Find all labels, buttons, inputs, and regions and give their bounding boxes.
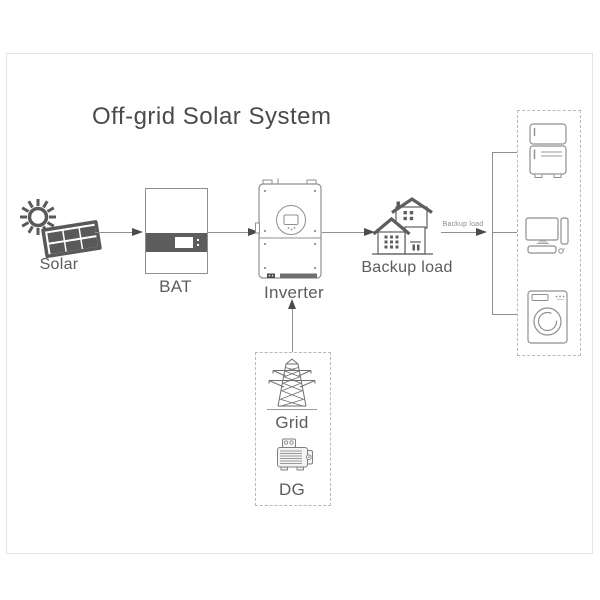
arrowhead-bat-inverter bbox=[248, 228, 259, 236]
bracket-branch-middle bbox=[492, 232, 517, 233]
arrowhead-load-appliances bbox=[476, 228, 487, 236]
computer-icon bbox=[525, 215, 571, 255]
hybrid-inverter-icon bbox=[255, 178, 325, 280]
grid-label: Grid bbox=[275, 413, 309, 432]
diesel-generator-icon bbox=[276, 438, 316, 474]
connector-inverter-load bbox=[322, 232, 364, 233]
bracket-branch-top bbox=[492, 152, 517, 153]
refrigerator-icon bbox=[528, 123, 568, 179]
connector-grid-inverter bbox=[292, 309, 293, 352]
bracket-vertical-line bbox=[492, 152, 493, 315]
house-icon bbox=[371, 195, 434, 257]
grid-dg-group-box bbox=[255, 352, 331, 506]
bracket-branch-bottom bbox=[492, 314, 517, 315]
battery-label: BAT bbox=[159, 277, 192, 296]
battery-display-band bbox=[146, 233, 207, 252]
washing-machine-icon bbox=[527, 289, 569, 345]
arrowhead-solar-bat bbox=[132, 228, 143, 236]
battery-screen bbox=[175, 237, 193, 248]
diagram-title: Off-grid Solar System bbox=[92, 103, 332, 130]
backup-load-arrow-caption: Backup load bbox=[442, 221, 484, 228]
canvas-border bbox=[6, 53, 593, 554]
connector-solar-bat bbox=[95, 232, 133, 233]
connector-bat-inverter bbox=[207, 232, 248, 233]
appliances-group-box bbox=[517, 110, 581, 356]
backup-load-label: Backup load bbox=[361, 259, 453, 276]
connector-load-appliances bbox=[441, 232, 476, 233]
transmission-tower-icon bbox=[266, 357, 318, 414]
battery-cabinet-icon bbox=[145, 188, 208, 274]
inverter-label: Inverter bbox=[263, 283, 325, 302]
solar-label: Solar bbox=[39, 256, 79, 273]
sun-solar-panel-icon bbox=[14, 197, 104, 261]
arrowhead-grid-inverter bbox=[288, 299, 296, 309]
generator-label: DG bbox=[278, 480, 306, 499]
arrowhead-inverter-load bbox=[364, 228, 375, 236]
